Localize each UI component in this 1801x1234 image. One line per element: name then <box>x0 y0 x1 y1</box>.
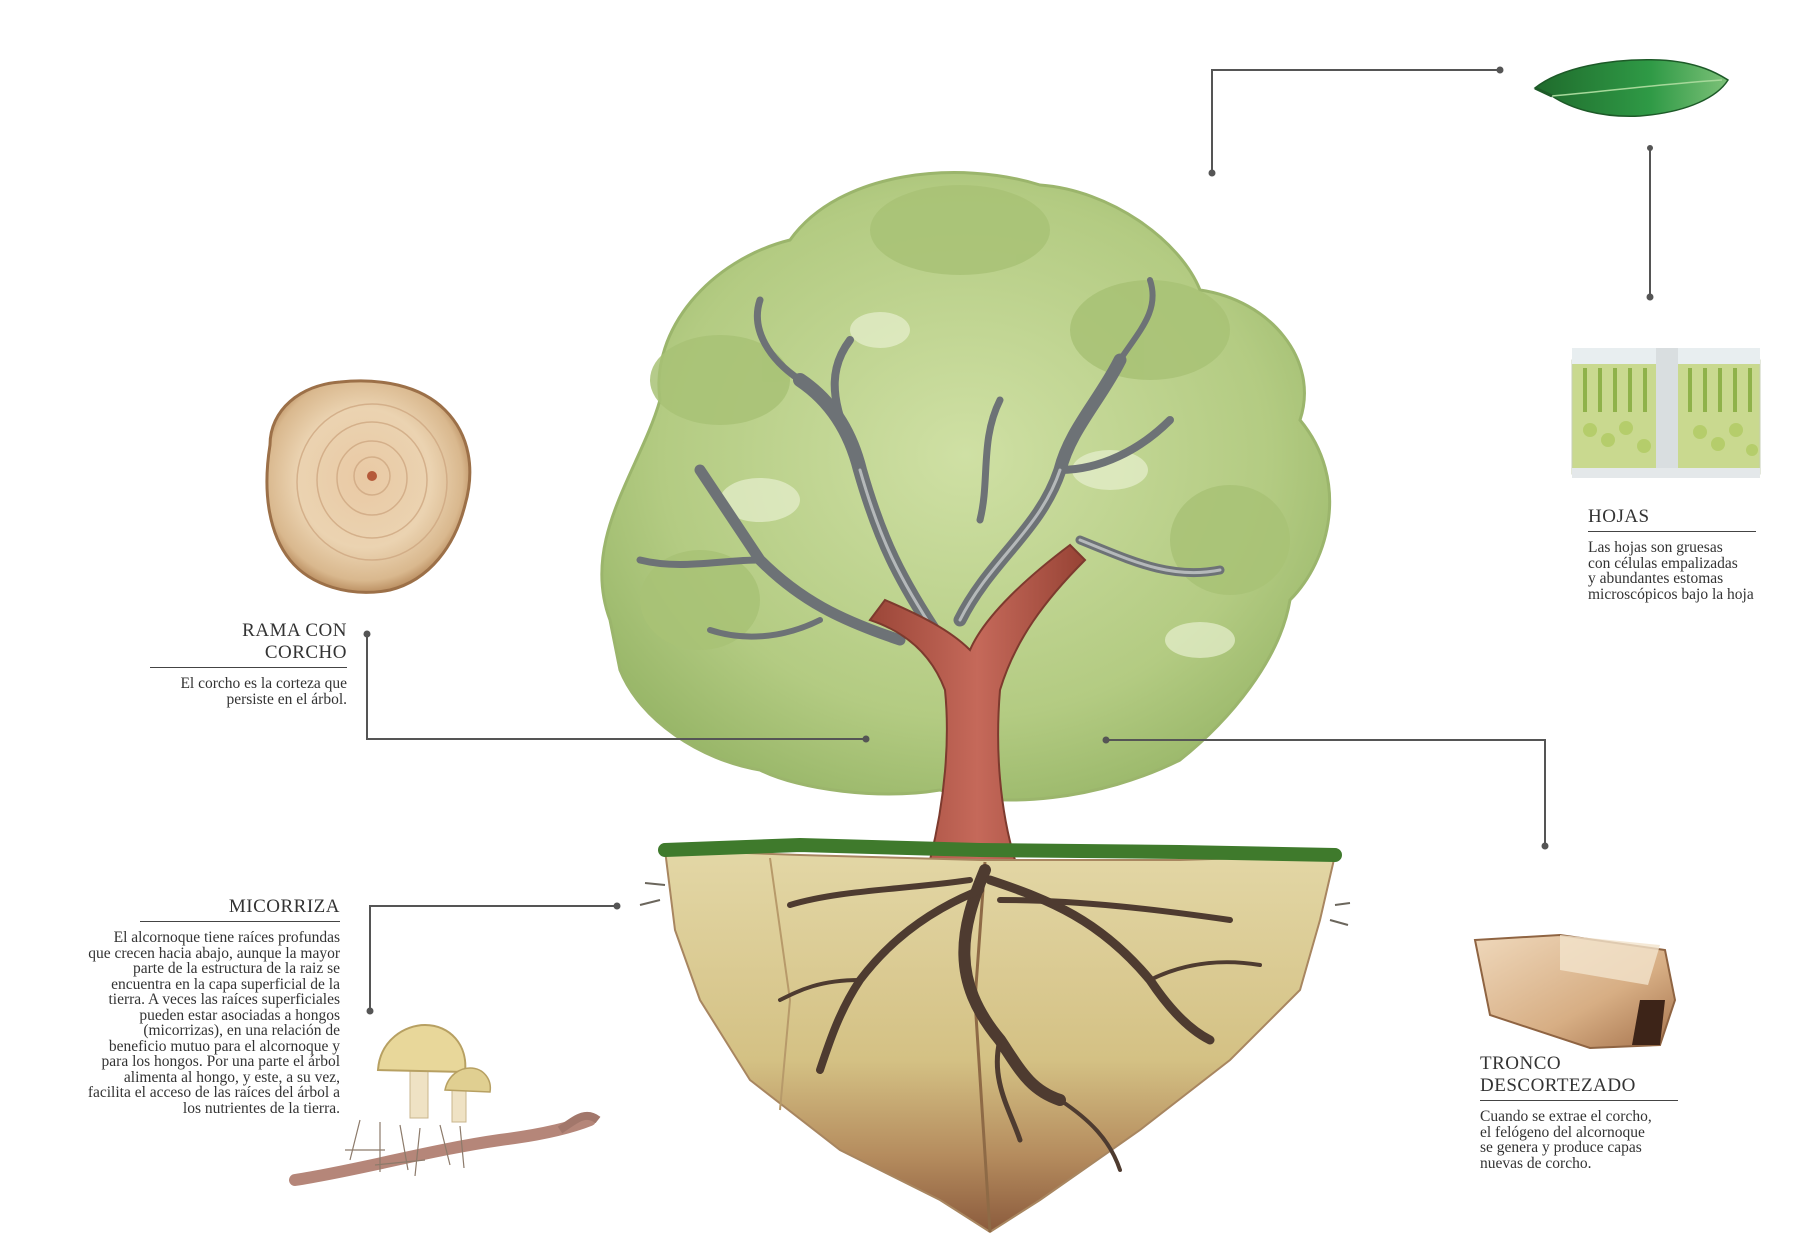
desc-line: microscópicos bajo la hoja <box>1588 587 1800 603</box>
desc-line: El corcho es la corteza que <box>150 676 347 692</box>
desc-line: alimenta al hongo, y este, a su vez, <box>0 1070 340 1086</box>
desc-line: pueden estar asociadas a hongos <box>0 1008 340 1024</box>
desc-line: beneficio mutuo para el alcornoque y <box>0 1039 340 1055</box>
desc-line: encuentra en la capa superficial de la <box>0 977 340 993</box>
desc-line: Cuando se extrae el corcho, <box>1480 1109 1720 1125</box>
callout-tronco-descortezado: TRONCO DESCORTEZADO Cuando se extrae el … <box>1480 1053 1720 1171</box>
callout-rama-con-corcho: RAMA CON CORCHO El corcho es la corteza … <box>150 620 347 707</box>
connector-leaf <box>1212 70 1500 173</box>
title-line: TRONCO <box>1480 1053 1678 1075</box>
desc-line: nuevas de corcho. <box>1480 1156 1720 1172</box>
callout-description: Cuando se extrae el corcho, el felógeno … <box>1480 1109 1720 1171</box>
desc-line: parte de la estructura de la raiz se <box>0 961 340 977</box>
callout-title: RAMA CON CORCHO <box>150 620 347 668</box>
callout-micorriza: MICORRIZA El alcornoque tiene raíces pro… <box>0 896 340 1116</box>
callout-title: HOJAS <box>1588 506 1756 532</box>
desc-line: Las hojas son gruesas <box>1588 540 1800 556</box>
callout-description: Las hojas son gruesas con células empali… <box>1588 540 1800 602</box>
callout-hojas: HOJAS Las hojas son gruesas con células … <box>1588 506 1800 602</box>
callout-title: MICORRIZA <box>140 896 340 922</box>
desc-line: los nutrientes de la tierra. <box>0 1101 340 1117</box>
callout-title: TRONCO DESCORTEZADO <box>1480 1053 1678 1101</box>
desc-line: que crecen hacia abajo, aunque la mayor <box>0 946 340 962</box>
title-line: CORCHO <box>150 642 347 664</box>
soil-cross-section <box>640 845 1350 1232</box>
callout-description: El alcornoque tiene raíces profundas que… <box>0 930 340 1116</box>
desc-line: para los hongos. Por una parte el árbol <box>0 1054 340 1070</box>
connector-micorriza <box>370 906 617 1011</box>
desc-line: El alcornoque tiene raíces profundas <box>0 930 340 946</box>
desc-line: tierra. A veces las raíces superficiales <box>0 992 340 1008</box>
title-line: RAMA CON <box>150 620 347 642</box>
callout-description: El corcho es la corteza que persiste en … <box>150 676 347 707</box>
mycorrhiza-mushroom-illustration <box>295 1025 598 1180</box>
leaf-cross-section-illustration <box>1572 348 1760 478</box>
desc-line: y abundantes estomas <box>1588 571 1800 587</box>
leaf-illustration <box>1535 60 1728 117</box>
desc-line: facilita el acceso de las raíces del árb… <box>0 1085 340 1101</box>
title-line: DESCORTEZADO <box>1480 1075 1678 1097</box>
desc-line: (micorrizas), en una relación de <box>0 1023 340 1039</box>
desc-line: con células empalizadas <box>1588 556 1800 572</box>
stripped-trunk-block-illustration <box>1475 935 1675 1048</box>
desc-line: se genera y produce capas <box>1480 1140 1720 1156</box>
desc-line: el felógeno del alcornoque <box>1480 1125 1720 1141</box>
cork-branch-ring-illustration <box>267 381 470 592</box>
desc-line: persiste en el árbol. <box>150 692 347 708</box>
